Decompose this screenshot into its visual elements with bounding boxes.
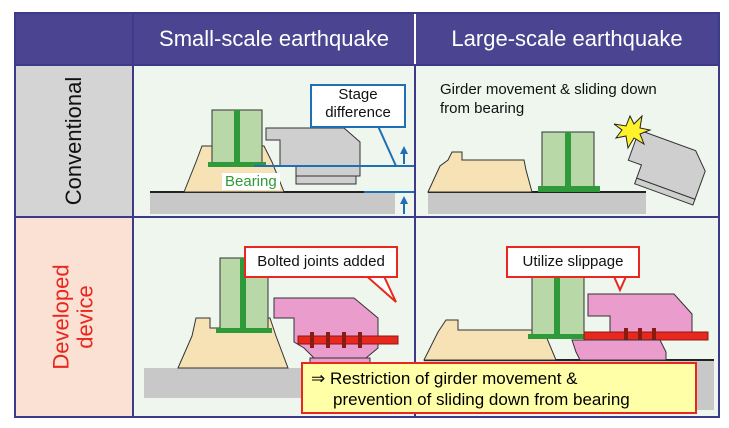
girder-line2: from bearing xyxy=(440,100,525,117)
pink-lower-block xyxy=(571,339,667,361)
stage-difference-callout: Stage difference xyxy=(310,84,406,128)
girder-web xyxy=(240,258,246,330)
girder-line1: Girder movement & sliding down xyxy=(440,81,657,98)
row-label-developed-line2: device xyxy=(73,285,98,349)
girder-web xyxy=(565,132,571,188)
ground xyxy=(428,192,646,214)
diagram-frame: Small-scale earthquake Large-scale earth… xyxy=(14,12,720,418)
pier-shape xyxy=(423,319,557,361)
slide-plate xyxy=(583,331,709,341)
grid-line-h1 xyxy=(16,64,718,66)
note-line2: prevention of sliding down from bearing xyxy=(333,390,630,409)
grid-line-h2 xyxy=(16,216,718,218)
row-label-developed-line1: Developed xyxy=(49,264,74,370)
bolted-plate xyxy=(297,335,399,345)
girder-flange xyxy=(216,328,272,333)
adjacent-bearing xyxy=(295,175,357,185)
adjacent-girder xyxy=(265,127,361,177)
row-label-conventional-text: Conventional xyxy=(61,76,86,206)
girder-web xyxy=(554,274,560,336)
grid-line-v2 xyxy=(414,64,416,416)
bearing-label: Bearing xyxy=(222,173,280,190)
girder-movement-text: Girder movement & sliding down from bear… xyxy=(440,80,657,118)
callout-pointer xyxy=(377,125,397,167)
stage-line1: Stage xyxy=(338,86,378,103)
adjacent-girder-pink xyxy=(587,293,693,333)
illustration-conventional-large xyxy=(427,114,706,214)
grid-line-v1 xyxy=(132,14,134,416)
pier-shape xyxy=(427,151,533,193)
girder-flange xyxy=(538,186,600,192)
row-label-conventional: Conventional xyxy=(16,66,132,216)
fallen-girder xyxy=(627,129,706,206)
slippage-callout: Utilize slippage xyxy=(506,246,640,278)
impact-star-icon xyxy=(613,114,652,150)
girder-web xyxy=(234,110,240,166)
ground xyxy=(150,192,395,214)
stage-line2: difference xyxy=(325,104,391,121)
girder-flange xyxy=(208,162,266,167)
bolted-joints-callout: Bolted joints added xyxy=(244,246,398,278)
header-small-scale: Small-scale earthquake xyxy=(134,14,414,64)
note-line1: ⇒ Restriction of girder movement & xyxy=(311,369,578,388)
adjacent-girder-pink xyxy=(273,297,379,359)
header-corner xyxy=(16,14,132,64)
cell-conventional-large: Girder movement & sliding down from bear… xyxy=(416,66,718,216)
girder-flange xyxy=(528,334,590,339)
cell-conventional-small: Stage difference Bearing xyxy=(134,66,414,216)
conclusion-note: ⇒ Restriction of girder movement & preve… xyxy=(301,362,697,414)
header-large-scale: Large-scale earthquake xyxy=(416,14,718,64)
